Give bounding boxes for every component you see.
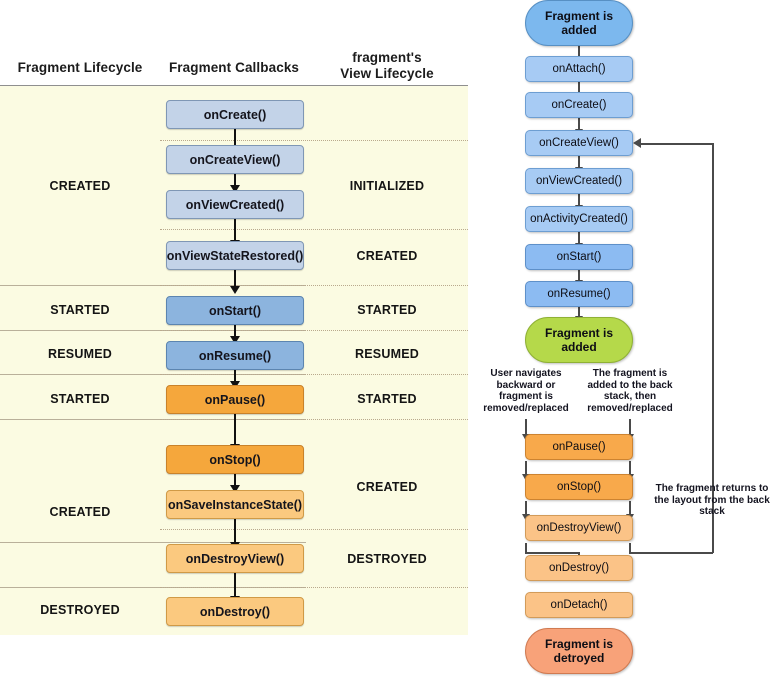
node-onresume[interactable]: onResume() (525, 281, 633, 307)
view-state-destroyed: DESTROYED (347, 552, 427, 566)
view-state-resumed: RESUMED (355, 347, 419, 361)
view-row-separator (160, 229, 468, 230)
fragment-lifecycle-table: Fragment Lifecycle Fragment Callbacks fr… (0, 50, 468, 635)
node-onactivitycreated[interactable]: onActivityCreated() (525, 206, 633, 232)
callback-onstop[interactable]: onStop() (166, 445, 304, 474)
lifecycle-state-resumed: RESUMED (48, 347, 112, 361)
view-row-separator (160, 374, 468, 375)
column-header-view-lifecycle: fragment's View Lifecycle (306, 50, 468, 82)
node-fragment-is-added-start[interactable]: Fragment is added (525, 0, 633, 46)
lifecycle-state-started-2: STARTED (50, 392, 110, 406)
flow-arrow (230, 573, 240, 604)
annotation-right-branch: The fragment is added to the back stack,… (587, 368, 673, 414)
branch-arrow-right (626, 419, 633, 441)
feedback-segment (640, 143, 714, 145)
view-row-separator (160, 529, 468, 530)
callback-onresume[interactable]: onResume() (166, 341, 304, 370)
node-ondetach[interactable]: onDetach() (525, 592, 633, 618)
row-separator-solid (0, 542, 306, 543)
callback-oncreateview[interactable]: onCreateView() (166, 145, 304, 174)
flow-arrow (575, 118, 582, 136)
view-row-separator (160, 330, 468, 331)
flow-arrow (575, 156, 582, 174)
view-state-created-2: CREATED (356, 480, 418, 494)
annotation-return-note: The fragment returns to the layout from … (654, 483, 770, 517)
flow-arrow (230, 219, 240, 248)
flow-arrow (230, 325, 240, 344)
view-state-started-2: STARTED (357, 392, 417, 406)
annotation-left-branch: User navigates backward or fragment is r… (483, 368, 569, 414)
elbow-segment (525, 543, 527, 553)
callback-ondestroyview[interactable]: onDestroyView() (166, 544, 304, 573)
view-row-separator (160, 285, 468, 286)
node-onstop[interactable]: onStop() (525, 474, 633, 500)
view-row-separator (160, 587, 468, 588)
elbow-segment (525, 552, 580, 554)
branch-arrow-left (522, 501, 529, 521)
lifecycle-state-destroyed: DESTROYED (40, 603, 120, 617)
view-state-created: CREATED (356, 249, 418, 263)
row-separator-solid (0, 587, 306, 588)
feedback-segment (712, 143, 714, 553)
node-fragment-is-added-resumed[interactable]: Fragment is added (525, 317, 633, 363)
callback-ondestroy[interactable]: onDestroy() (166, 597, 304, 626)
view-state-started: STARTED (357, 303, 417, 317)
node-ondestroyview[interactable]: onDestroyView() (525, 515, 633, 541)
callback-onpause[interactable]: onPause() (166, 385, 304, 414)
header-rule (0, 85, 468, 86)
row-separator-solid (0, 374, 306, 375)
node-oncreate[interactable]: onCreate() (525, 92, 633, 118)
callback-onviewstaterestored[interactable]: onViewStateRestored() (166, 241, 304, 270)
branch-arrow-left (522, 419, 529, 441)
view-row-separator (160, 140, 468, 141)
branch-arrow-right (626, 461, 633, 481)
flow-arrow (575, 307, 582, 323)
callback-onsaveinstancestate[interactable]: onSaveInstanceState() (166, 490, 304, 519)
node-onviewcreated[interactable]: onViewCreated() (525, 168, 633, 194)
node-onattach[interactable]: onAttach() (525, 56, 633, 82)
view-state-initialized: INITIALIZED (349, 179, 425, 193)
node-onpause[interactable]: onPause() (525, 434, 633, 460)
feedback-segment (629, 552, 713, 554)
row-separator-solid (0, 285, 306, 286)
column-header-fragment-lifecycle: Fragment Lifecycle (17, 60, 143, 75)
callback-onstart[interactable]: onStart() (166, 296, 304, 325)
fragment-flowchart: User navigates backward or fragment is r… (468, 0, 776, 678)
branch-arrow-right (626, 501, 633, 521)
flow-arrow (230, 414, 240, 452)
node-oncreateview[interactable]: onCreateView() (525, 130, 633, 156)
view-lifecycle-line2: View Lifecycle (340, 66, 434, 81)
flow-arrow (230, 264, 240, 294)
row-separator-solid (0, 419, 306, 420)
view-lifecycle-line1: fragment's (352, 50, 422, 65)
flow-arrow (575, 194, 582, 212)
lifecycle-state-created: CREATED (49, 179, 111, 193)
flow-arrow (575, 269, 582, 287)
branch-arrow-left (522, 461, 529, 481)
feedback-arrowhead (633, 138, 641, 148)
row-separator-solid (0, 330, 306, 331)
node-fragment-is-destroyed[interactable]: Fragment is detroyed (525, 628, 633, 674)
node-onstart[interactable]: onStart() (525, 244, 633, 270)
flow-arrow (230, 519, 240, 550)
feedback-segment (629, 543, 631, 553)
column-header-fragment-callbacks: Fragment Callbacks (168, 60, 300, 75)
lifecycle-state-started: STARTED (50, 303, 110, 317)
node-ondestroy[interactable]: onDestroy() (525, 555, 633, 581)
flow-arrow (230, 174, 240, 193)
flow-arrow (575, 232, 582, 250)
callback-oncreate[interactable]: onCreate() (166, 100, 304, 129)
flow-arrow (230, 370, 240, 389)
lifecycle-state-created-2: CREATED (49, 505, 111, 519)
view-row-separator (160, 419, 468, 420)
flow-arrow (230, 474, 240, 493)
callback-onviewcreated[interactable]: onViewCreated() (166, 190, 304, 219)
